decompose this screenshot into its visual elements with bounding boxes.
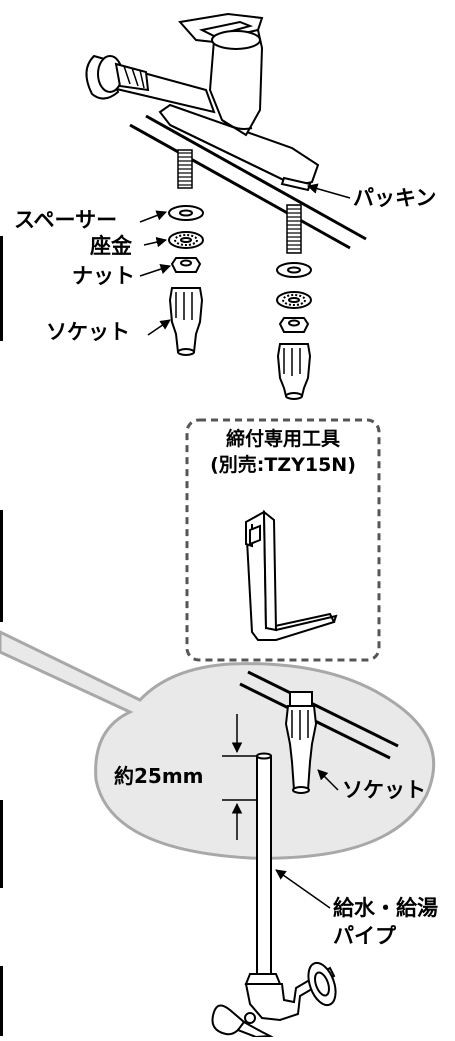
edge-marker-4 — [0, 966, 3, 1036]
edge-marker-1 — [0, 236, 3, 341]
detail-socket — [284, 691, 318, 794]
label-washer: 座金 — [90, 234, 132, 258]
angle-valve — [211, 961, 337, 1039]
label-supply-pipe-line1: 給水・給湯 — [333, 896, 438, 920]
label-socket: ソケット — [46, 320, 130, 344]
left-parts-stack — [168, 205, 204, 356]
tool-box — [185, 418, 381, 662]
edge-marker-3 — [0, 800, 3, 888]
label-supply-pipe-line2: パイプ — [333, 924, 396, 948]
countertop — [129, 114, 367, 250]
leader-lines — [139, 183, 351, 336]
label-spacer: スペーサー — [14, 208, 118, 232]
detail-leader-lines — [275, 769, 339, 909]
dimension-markers — [222, 714, 258, 840]
label-packing: パッキン — [353, 186, 437, 210]
tool-title-line1: 締付専用工具 — [225, 428, 340, 450]
tool-title-line2: (別売:TZY15N) — [210, 454, 356, 476]
label-nut: ナット — [72, 264, 135, 288]
faucet-body — [85, 12, 320, 192]
edge-marker-2 — [0, 510, 3, 622]
label-socket-detail: ソケット — [342, 778, 426, 802]
label-approx-length: 約25mm — [114, 764, 204, 788]
detail-callout — [0, 630, 436, 860]
mounting-bolts — [177, 149, 302, 254]
supply-pipe — [256, 752, 272, 975]
right-parts-stack — [276, 262, 312, 400]
special-tool-drawing — [244, 509, 338, 641]
